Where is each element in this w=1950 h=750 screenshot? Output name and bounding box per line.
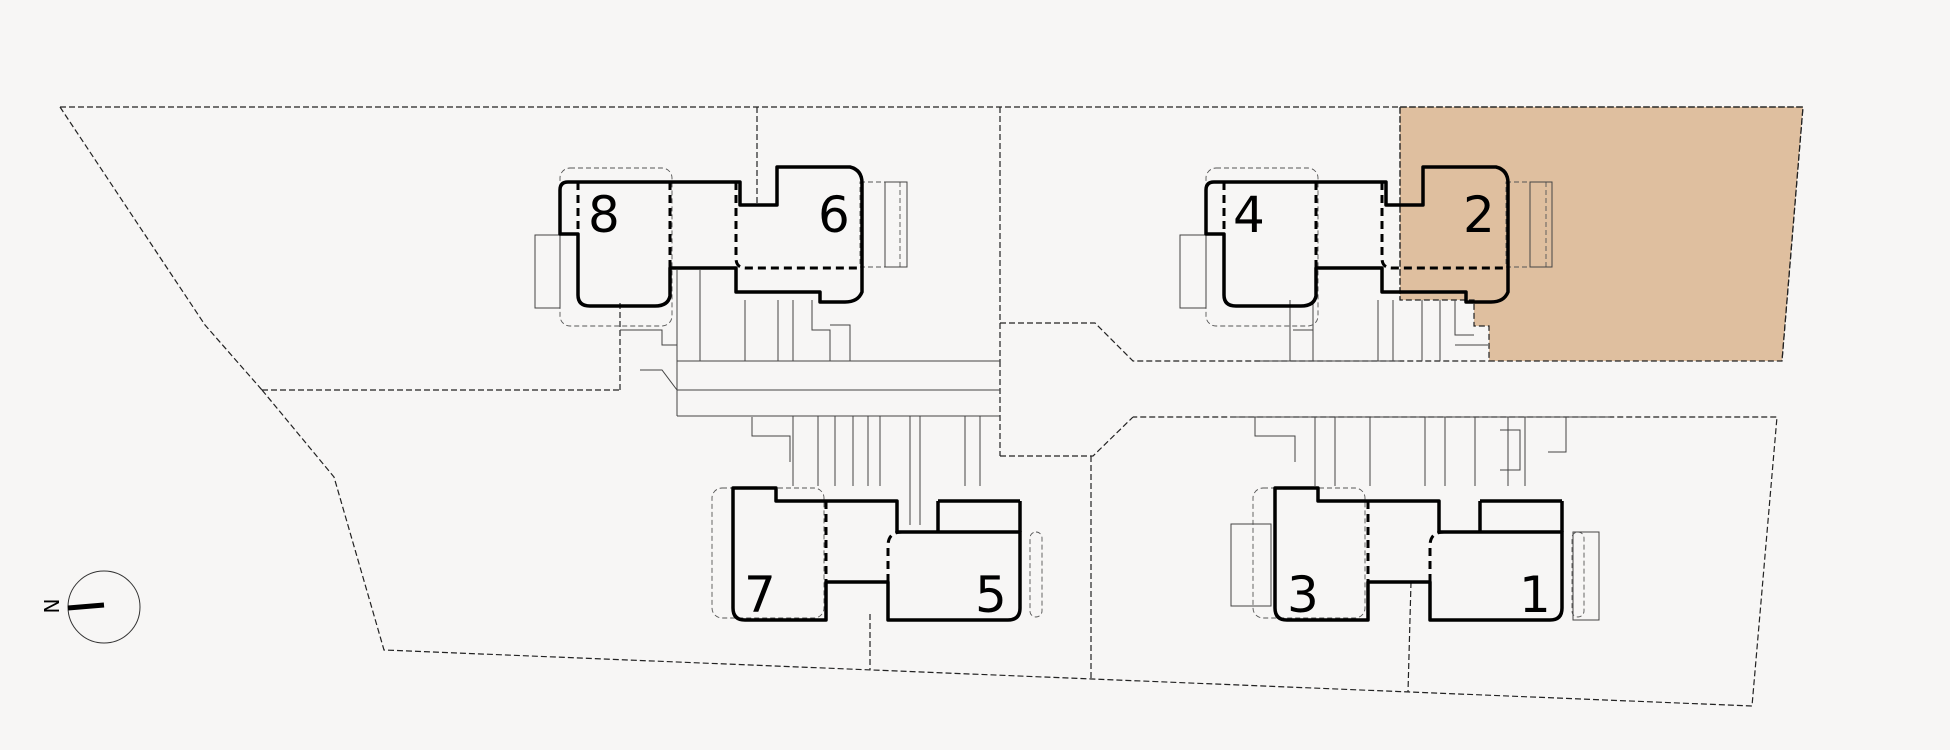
roof-outlines — [534, 167, 1600, 621]
unit-number-6[interactable]: 6 — [818, 186, 850, 244]
building-3-1 — [1273, 486, 1564, 622]
boundary-west — [59, 106, 263, 391]
lot-line-north-row — [1000, 322, 1489, 362]
site-boundary — [60, 106, 1804, 362]
lot-line-mid — [1000, 416, 1134, 457]
north-arrow-icon — [67, 570, 141, 644]
building-8-6 — [558, 165, 864, 308]
unit-number-4[interactable]: 4 — [1233, 186, 1265, 244]
unit-number-2[interactable]: 2 — [1463, 186, 1495, 244]
unit-number-3[interactable]: 3 — [1287, 566, 1319, 624]
driveway — [620, 270, 1610, 471]
unit-number-1[interactable]: 1 — [1519, 566, 1551, 624]
unit-number-7[interactable]: 7 — [744, 566, 776, 624]
lot-unit-2-selected[interactable] — [1399, 106, 1804, 362]
parking-bays — [699, 270, 1526, 525]
north-label: N — [40, 599, 64, 614]
unit-number-5[interactable]: 5 — [975, 566, 1007, 624]
building-4-2 — [1204, 165, 1510, 308]
unit-number-8[interactable]: 8 — [588, 186, 620, 244]
boundary-south — [261, 389, 1778, 707]
building-7-5 — [731, 486, 1022, 622]
lot-line-31 — [1407, 581, 1412, 693]
